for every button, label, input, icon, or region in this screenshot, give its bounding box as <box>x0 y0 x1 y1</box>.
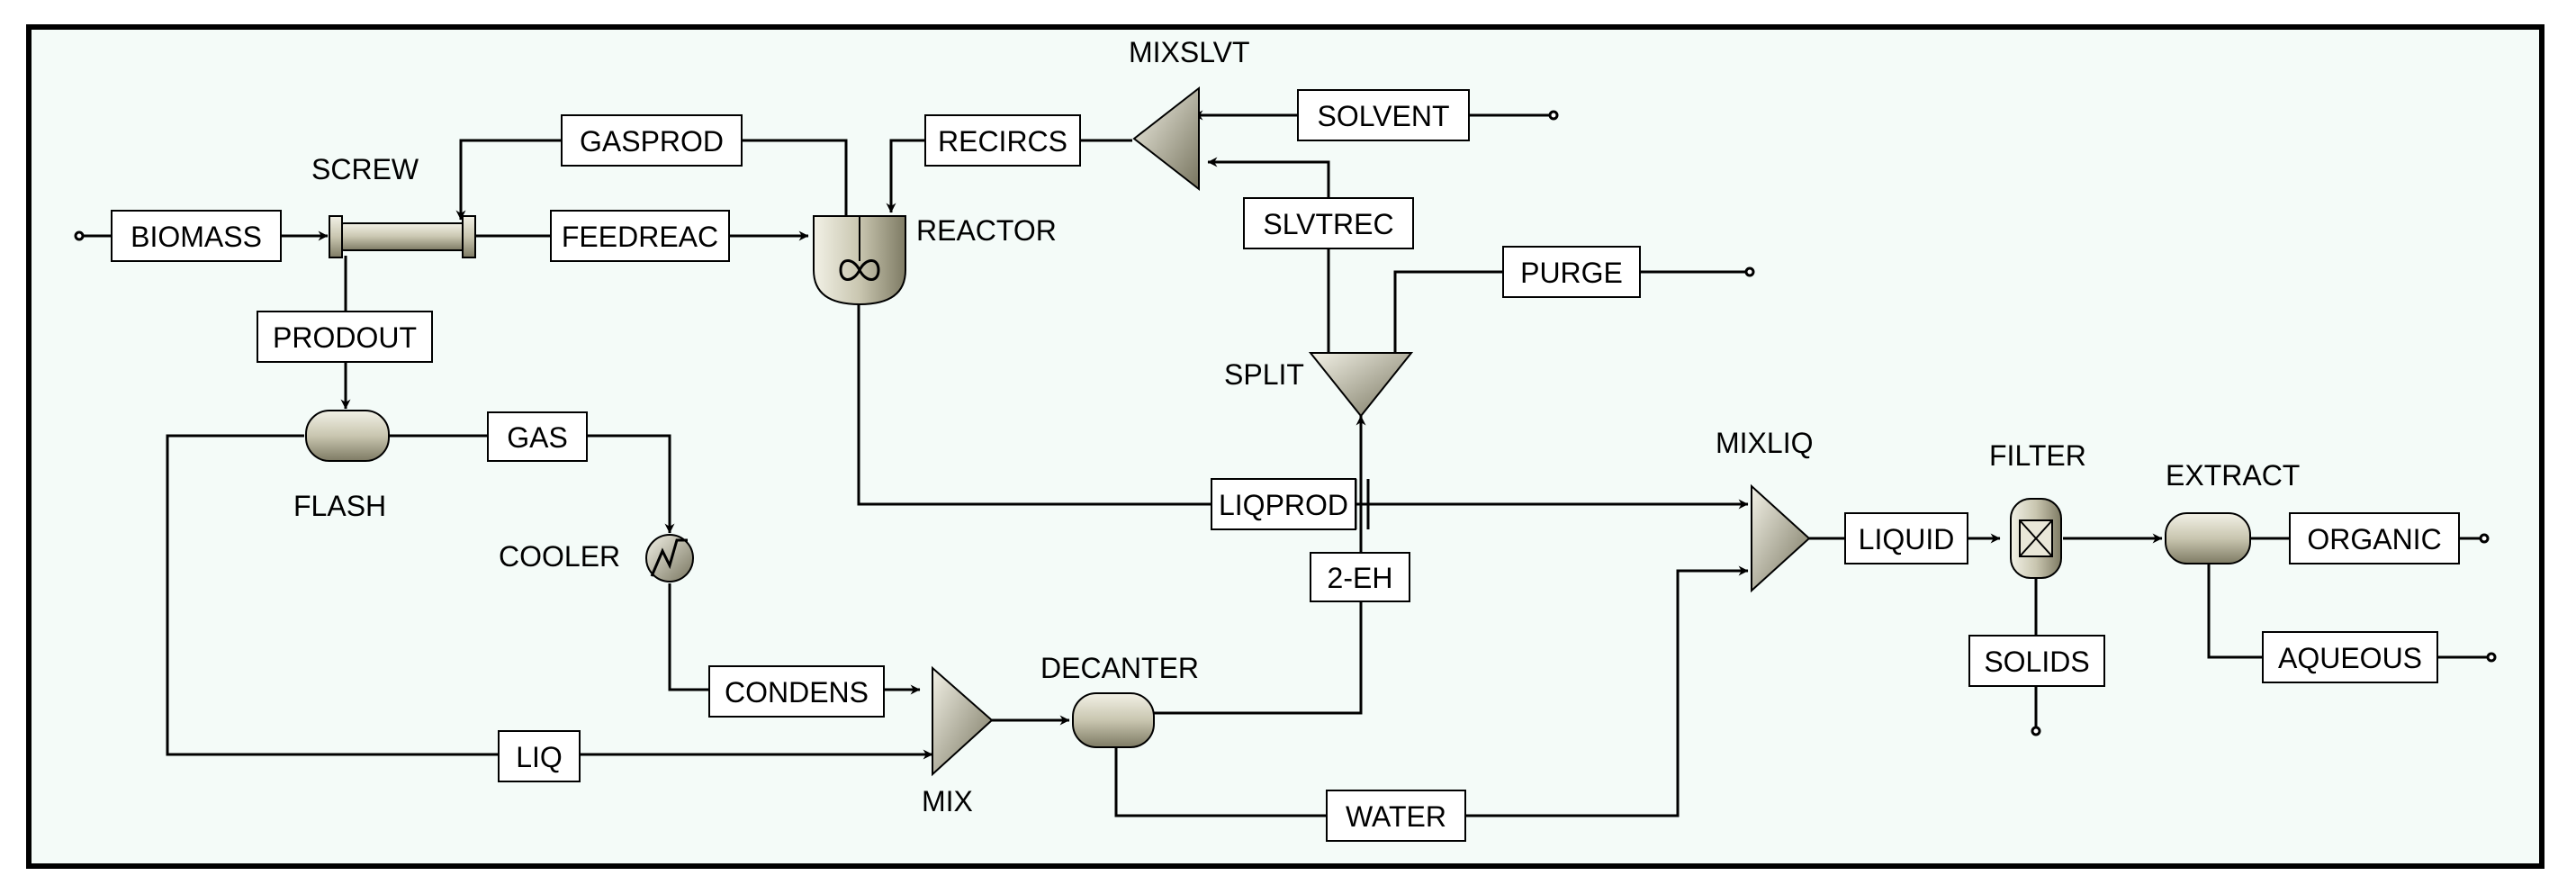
unit-label-screw: SCREW <box>311 153 419 185</box>
box-prodout <box>257 311 433 363</box>
unit-label-mixliq: MIXLIQ <box>1716 427 1813 459</box>
box-slvtrec <box>1243 197 1414 249</box>
stream-label-liqprod[interactable]: LIQPROD <box>1219 489 1348 521</box>
cooler-shell <box>645 534 694 582</box>
stream-label-condens[interactable]: CONDENS <box>725 676 869 709</box>
line-water <box>1114 565 1749 817</box>
box-aqueous <box>2262 631 2438 683</box>
box-organic <box>2289 512 2460 564</box>
mixliq-unit[interactable] <box>1751 483 1811 593</box>
terminal-purge <box>1744 266 1755 277</box>
terminal-organic <box>2479 533 2490 544</box>
extract-unit[interactable] <box>2165 512 2251 564</box>
stream-label-boxes <box>111 89 2460 842</box>
screw-unit[interactable] <box>329 215 476 258</box>
line-liqprod <box>857 304 1749 510</box>
line-slvtrec <box>1207 157 1330 353</box>
stream-label-purge[interactable]: PURGE <box>1520 257 1623 289</box>
box-liquid <box>1844 512 1968 564</box>
stream-label-organic[interactable]: ORGANIC <box>2307 523 2441 555</box>
split-unit[interactable] <box>1308 352 1414 418</box>
stream-label-liq[interactable]: LIQ <box>516 741 563 773</box>
cooler-coil-icon <box>650 538 688 577</box>
flash-unit[interactable] <box>305 410 390 462</box>
box-solids <box>1968 635 2105 687</box>
stream-label-gas[interactable]: GAS <box>507 421 568 454</box>
box-liqprod <box>1211 478 1356 530</box>
terminal-biomass <box>74 230 85 241</box>
filter-unit[interactable] <box>2010 498 2062 579</box>
unit-label-flash: FLASH <box>293 490 386 522</box>
stream-label-solids[interactable]: SOLIDS <box>1984 646 2089 678</box>
box-liq <box>498 730 581 782</box>
unit-label-mix: MIX <box>922 785 973 817</box>
filter-cross-b <box>2019 519 2053 557</box>
box-2eh <box>1310 552 1410 602</box>
cooler-unit[interactable] <box>645 534 694 582</box>
stream-label-recircs[interactable]: RECIRCS <box>938 125 1067 158</box>
diagram-background <box>26 24 2544 869</box>
mix-unit[interactable] <box>932 665 994 777</box>
unit-label-extract: EXTRACT <box>2166 459 2300 492</box>
stream-label-liquid[interactable]: LIQUID <box>1859 523 1955 555</box>
unit-label-decanter: DECANTER <box>1040 652 1199 684</box>
stream-label-aqueous[interactable]: AQUEOUS <box>2278 642 2422 674</box>
unit-label-reactor: REACTOR <box>916 214 1057 247</box>
box-solvent <box>1297 89 1470 141</box>
stream-label-slvtrec[interactable]: SLVTREC <box>1263 208 1393 240</box>
stream-label-2eh[interactable]: 2-EH <box>1328 562 1393 594</box>
stream-label-water[interactable]: WATER <box>1346 800 1446 833</box>
box-gasprod <box>561 114 743 167</box>
box-water <box>1326 790 1466 842</box>
box-feedreac <box>550 210 730 262</box>
stream-label-gasprod[interactable]: GASPROD <box>580 125 724 158</box>
reactor-agitator-icon <box>839 259 880 281</box>
unit-label-mixslvt: MIXSLVT <box>1129 36 1250 68</box>
terminal-aqueous <box>2486 652 2497 663</box>
box-biomass <box>111 210 282 262</box>
decanter-unit[interactable] <box>1072 692 1155 748</box>
terminal-solvent <box>1548 110 1559 121</box>
reactor-unit[interactable] <box>813 215 906 306</box>
screw-body <box>339 222 467 251</box>
stream-label-solvent[interactable]: SOLVENT <box>1318 100 1450 132</box>
screw-right-flange <box>462 215 476 258</box>
stream-label-biomass[interactable]: BIOMASS <box>131 221 262 253</box>
box-gas <box>487 411 588 462</box>
mixslvt-unit[interactable] <box>1132 86 1200 192</box>
unit-label-cooler: COOLER <box>499 540 620 573</box>
stream-label-feedreac[interactable]: FEEDREAC <box>562 221 718 253</box>
box-condens <box>708 665 885 718</box>
screw-left-flange <box>329 215 343 258</box>
stream-label-prodout[interactable]: PRODOUT <box>273 321 417 354</box>
box-purge <box>1502 246 1641 298</box>
unit-label-split: SPLIT <box>1224 358 1304 391</box>
box-recircs <box>924 114 1081 167</box>
terminal-solids <box>2031 726 2041 736</box>
unit-label-filter: FILTER <box>1989 439 2086 472</box>
line-gas <box>389 434 675 534</box>
